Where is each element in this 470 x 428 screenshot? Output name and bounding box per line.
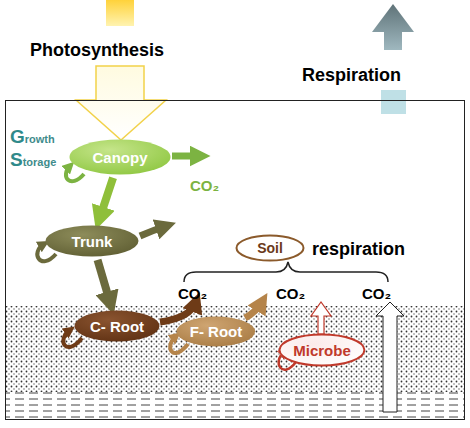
co2-label: CO₂	[276, 286, 305, 301]
storage-label: Storage	[10, 150, 56, 169]
node-text: Canopy	[92, 150, 147, 165]
growth-label: Growth	[10, 127, 55, 146]
co2-label: CO₂	[362, 286, 391, 301]
respiration-label: Respiration	[302, 66, 401, 84]
ellipse-shape	[177, 316, 256, 346]
ellipse-shape	[70, 140, 171, 175]
co2-label: CO₂	[178, 286, 207, 301]
node-text: Soil	[257, 241, 283, 255]
ellipse-shape	[237, 236, 304, 261]
ellipse-shape	[75, 311, 160, 342]
photosynthesis-label: Photosynthesis	[30, 41, 164, 59]
co2-label: CO₂	[190, 178, 219, 193]
node-text: Microbe	[293, 343, 351, 358]
node-text: Trunk	[72, 234, 113, 249]
soil-ellipse: Soil	[235, 234, 305, 262]
ellipse-shape	[280, 335, 365, 366]
soil-respiration-label: respiration	[312, 240, 405, 258]
ellipse-shape	[46, 226, 139, 257]
coarse-root-ellipse: C- Root	[73, 309, 161, 343]
canopy-ellipse: Canopy	[68, 138, 172, 176]
flow-arrow	[100, 178, 114, 219]
node-text: F- Root	[190, 324, 242, 339]
node-text: C- Root	[90, 319, 144, 334]
flow-arrow	[98, 260, 111, 304]
trunk-ellipse: Trunk	[44, 224, 140, 258]
fine-root-ellipse: F- Root	[175, 315, 257, 348]
microbe-ellipse: Microbe	[278, 333, 366, 367]
